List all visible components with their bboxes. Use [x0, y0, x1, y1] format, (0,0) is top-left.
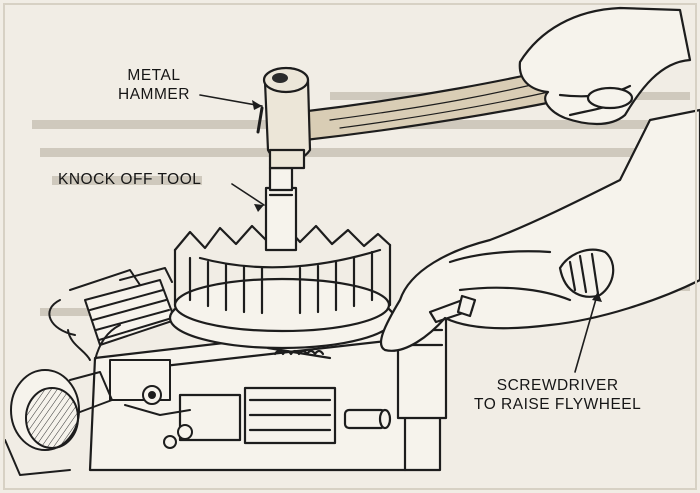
metal-hammer-label-line1: METAL — [127, 67, 181, 84]
leader-lines — [199, 94, 602, 373]
carburetor — [48, 299, 193, 449]
screwdriver-label-line2: TO RAISE FLYWHEEL — [474, 396, 642, 413]
air-cleaner — [4, 369, 113, 476]
cylinder-fins — [69, 267, 176, 346]
screwdriver-label-line1: SCREWDRIVER — [496, 377, 619, 394]
knock-off-tool-label-text: KNOCK OFF TOOL — [58, 171, 202, 188]
tool-leader — [231, 183, 265, 206]
page-border — [3, 3, 697, 490]
hand-lower — [379, 108, 700, 352]
screwdriver-leader — [574, 291, 599, 373]
knock-off-tool — [264, 166, 298, 252]
knock-off-tool-label: KNOCK OFF TOOL — [58, 170, 201, 189]
hammer-leader — [199, 94, 263, 107]
metal-hammer-label-line2: HAMMER — [118, 86, 190, 103]
hand-upper — [518, 6, 692, 126]
metal-hammer-label: METAL HAMMER — [118, 66, 190, 104]
flywheel — [168, 222, 396, 360]
screwdriver-label: SCREWDRIVER TO RAISE FLYWHEEL — [474, 376, 641, 414]
